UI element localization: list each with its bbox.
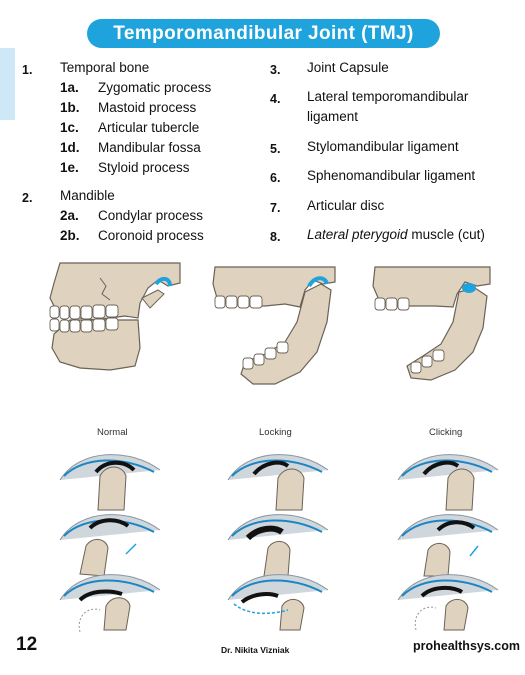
list-number: 5. bbox=[270, 142, 281, 156]
list-number: 4. bbox=[270, 92, 281, 106]
list-item-1a: 1a. Zygomatic process bbox=[22, 78, 262, 98]
list-label-line2: ligament bbox=[307, 109, 359, 124]
list-sub-number: 2b. bbox=[60, 228, 80, 243]
list-item-1d: 1d. Mandibular fossa bbox=[22, 138, 262, 158]
list-label: Lateral temporomandibular bbox=[307, 89, 469, 104]
locking-open bbox=[227, 573, 329, 631]
list-sub-label: Coronoid process bbox=[98, 228, 204, 243]
diagram-label-locking: Locking bbox=[259, 427, 292, 438]
list-sub-number: 1e. bbox=[60, 160, 79, 175]
locking-closed bbox=[227, 453, 329, 511]
list-sub-number: 1c. bbox=[60, 120, 79, 135]
list-sub-number: 1b. bbox=[60, 100, 80, 115]
list-item-6: 6. Sphenomandibular ligament bbox=[270, 166, 510, 196]
list-sub-label: Styloid process bbox=[98, 160, 190, 175]
list-sub-label: Articular tubercle bbox=[98, 120, 200, 135]
list-item-5: 5. Stylomandibular ligament bbox=[270, 137, 510, 166]
joint-diagram-grid bbox=[59, 453, 499, 633]
list-sub-label: Zygomatic process bbox=[98, 80, 212, 95]
list-item-4: 4. Lateral temporomandibular ligament bbox=[270, 87, 510, 137]
page-number: 12 bbox=[16, 634, 38, 655]
list-number: 8. bbox=[270, 230, 281, 244]
list-sub-number: 1d. bbox=[60, 140, 80, 155]
diagram-label-clicking: Clicking bbox=[429, 427, 463, 438]
list-item-3: 3. Joint Capsule bbox=[270, 58, 510, 87]
list-label: Joint Capsule bbox=[307, 60, 389, 75]
list-number: 3. bbox=[270, 63, 281, 77]
list-sub-number: 1a. bbox=[60, 80, 79, 95]
page-title-text: Temporomandibular Joint (TMJ) bbox=[113, 22, 414, 44]
list-item-1b: 1b. Mastoid process bbox=[22, 98, 262, 118]
list-item-2: 2. Mandible bbox=[22, 186, 262, 206]
list-label: Sphenomandibular ligament bbox=[307, 168, 476, 183]
normal-open bbox=[59, 573, 161, 633]
list-sub-label: Condylar process bbox=[98, 208, 204, 223]
list-item-1e: 1e. Styloid process bbox=[22, 158, 262, 186]
structure-list-right: 3. Joint Capsule 4. Lateral temporomandi… bbox=[270, 58, 510, 248]
list-label: Stylomandibular ligament bbox=[307, 139, 459, 154]
structure-list-left: 1. Temporal bone 1a. Zygomatic process 1… bbox=[22, 58, 262, 248]
list-number: 6. bbox=[270, 171, 281, 185]
normal-closed bbox=[59, 453, 161, 511]
list-label: Temporal bone bbox=[60, 60, 150, 75]
normal-mid bbox=[59, 513, 161, 577]
side-tab bbox=[0, 48, 15, 120]
list-sub-label: Mastoid process bbox=[98, 100, 197, 115]
list-item-1c: 1c. Articular tubercle bbox=[22, 118, 262, 138]
list-item-2a: 2a. Condylar process bbox=[22, 206, 262, 226]
list-label: Articular disc bbox=[307, 198, 385, 213]
list-label: Mandible bbox=[60, 188, 115, 203]
diagram-label-normal: Normal bbox=[97, 427, 128, 438]
list-label-rest: muscle (cut) bbox=[407, 227, 485, 242]
skull-illustration-anterior bbox=[372, 266, 491, 381]
author-credit: Dr. Nikita Vizniak bbox=[221, 645, 290, 655]
list-item-1: 1. Temporal bone bbox=[22, 58, 262, 78]
list-number: 7. bbox=[270, 201, 281, 215]
list-item-7: 7. Articular disc bbox=[270, 196, 510, 225]
list-label: Lateral pterygoid muscle (cut) bbox=[307, 225, 485, 245]
website-url: prohealthsys.com bbox=[413, 639, 520, 653]
list-label-italic: Lateral pterygoid bbox=[307, 227, 408, 242]
skull-illustration-open bbox=[212, 266, 336, 385]
list-number: 1. bbox=[22, 63, 33, 77]
clicking-open bbox=[397, 573, 499, 631]
clicking-mid bbox=[397, 513, 499, 577]
list-item-2b: 2b. Coronoid process bbox=[22, 226, 262, 246]
locking-mid bbox=[227, 513, 329, 577]
page-title: Temporomandibular Joint (TMJ) bbox=[87, 19, 440, 48]
list-sub-label: Mandibular fossa bbox=[98, 140, 201, 155]
clicking-closed bbox=[397, 453, 499, 511]
list-item-8: 8. Lateral pterygoid muscle (cut) bbox=[270, 225, 510, 245]
list-sub-number: 2a. bbox=[60, 208, 79, 223]
list-number: 2. bbox=[22, 191, 33, 205]
skull-illustration-closed bbox=[49, 262, 181, 371]
